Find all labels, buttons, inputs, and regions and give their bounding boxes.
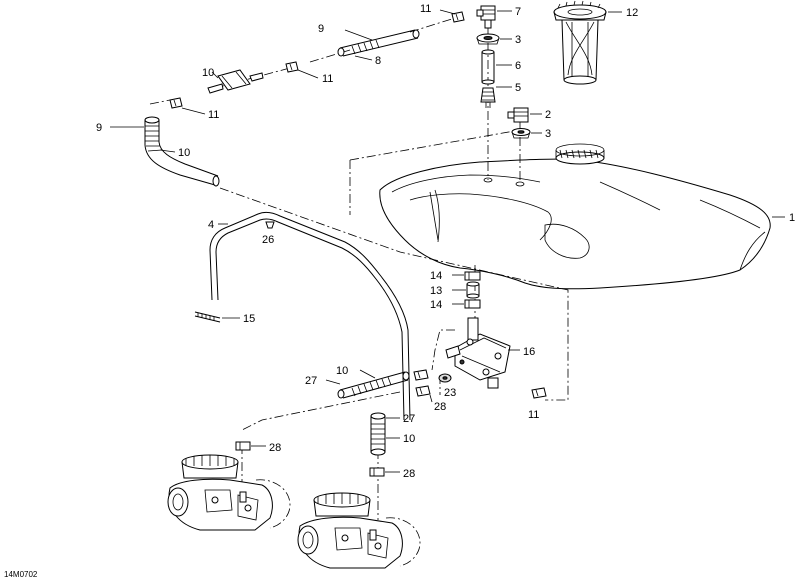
clamp-lower-mid: [413, 369, 429, 381]
callout-14a: 14: [430, 270, 442, 282]
vent-fitting-top: [476, 5, 496, 29]
callout-9a: 8: [375, 55, 381, 67]
callout-7: 7: [515, 6, 521, 18]
callout-16: 16: [523, 346, 535, 358]
clamp-28-mid: [415, 385, 431, 397]
screw-26: [265, 221, 275, 229]
clamp-28-left: [235, 441, 251, 451]
callout-26: 26: [262, 234, 274, 246]
callout-2: 2: [545, 109, 551, 121]
callout-3b: 3: [545, 128, 551, 140]
clamp-11-right: [531, 387, 547, 399]
clamp-11-left: [169, 97, 183, 109]
fuel-filter: [207, 69, 264, 94]
callout-11d: 11: [528, 409, 539, 421]
fuel-gauge: [553, 0, 607, 85]
callout-1: 1: [789, 212, 795, 224]
callout-27b: 27: [403, 413, 415, 425]
fuel-pump: [445, 317, 511, 389]
callout-5: 5: [515, 82, 521, 94]
callout-11b: 11: [322, 73, 333, 85]
spring-pin-15: [194, 311, 221, 323]
assembly-lines: [149, 17, 569, 520]
fitting-2: [507, 107, 529, 123]
clamp-11-top: [451, 11, 465, 23]
callout-6: 6: [515, 60, 521, 72]
callout-3a: 3: [515, 34, 521, 46]
hose-13: [466, 281, 480, 299]
callout-13: 13: [430, 285, 442, 297]
callout-4: 4: [208, 219, 214, 231]
callout-28a: 28: [434, 401, 446, 413]
callout-11a: 11: [420, 3, 431, 15]
callout-10c: 10: [336, 365, 348, 377]
carburetor-left: [167, 454, 291, 531]
callout-12: 12: [626, 7, 638, 19]
callout-27a: 27: [305, 375, 317, 387]
bracket-line: [209, 211, 411, 421]
callout-23: 23: [444, 387, 456, 399]
hose-left: [144, 116, 220, 187]
clamp-11-mid: [285, 61, 299, 73]
grommet-lower: [511, 128, 531, 139]
callout-14b: 14: [430, 299, 442, 311]
callout-28c: 28: [403, 468, 415, 480]
vent-tube: [481, 49, 495, 85]
callout-15: 15: [243, 313, 255, 325]
clamp-28-right: [369, 467, 385, 477]
fuel-tank: [379, 143, 771, 290]
hose-lower: [337, 371, 410, 399]
clamp-14-bot: [464, 299, 481, 309]
hose-upper: [337, 29, 420, 57]
hose-vertical: [370, 412, 386, 456]
callout-10d: 10: [403, 433, 415, 445]
check-valve-upper: [480, 87, 496, 108]
diagram-code: 14M0702: [4, 570, 38, 579]
callout-8: 10: [202, 67, 214, 79]
callout-10a: 9: [318, 23, 324, 35]
carburetor-right: [297, 492, 421, 569]
callout-11c: 11: [208, 109, 219, 121]
washer-23: [438, 373, 452, 383]
callout-10b: 10: [178, 147, 190, 159]
callout-28b: 28: [269, 442, 281, 454]
clamp-14-top: [464, 271, 481, 281]
callout-9b: 9: [96, 122, 102, 134]
grommet-upper: [476, 33, 500, 45]
